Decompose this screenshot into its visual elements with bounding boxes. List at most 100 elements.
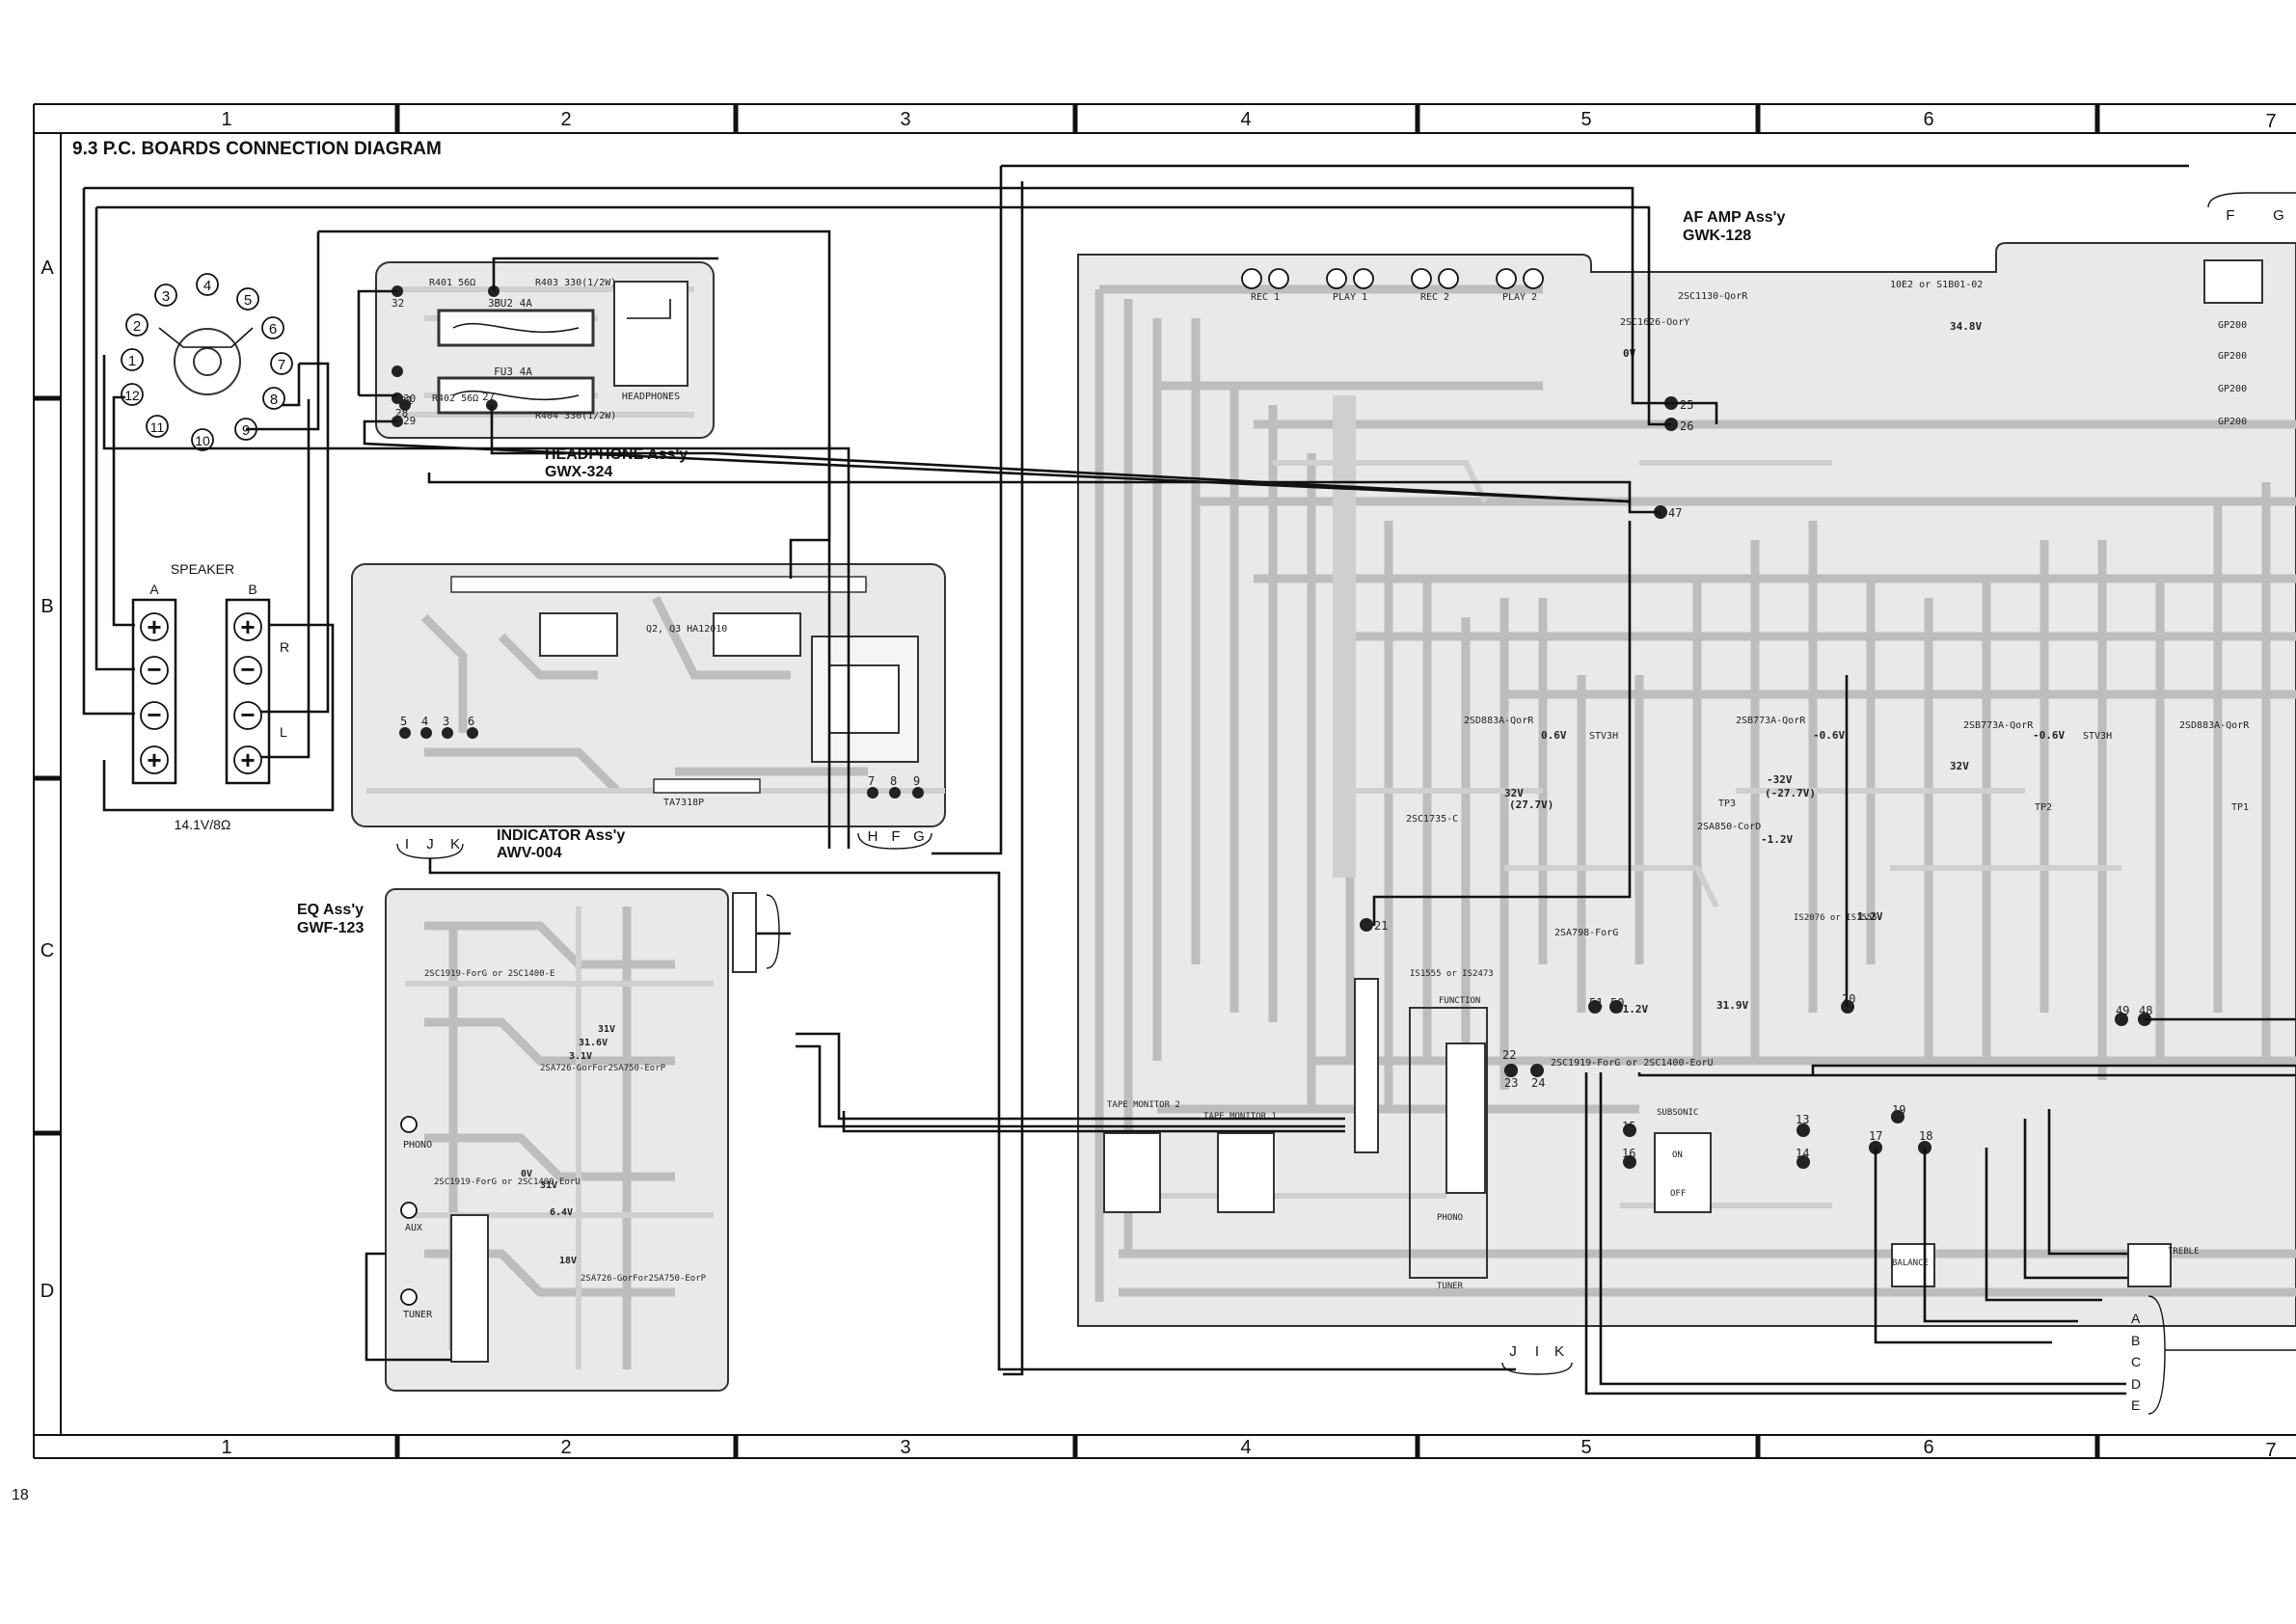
voltage-label: -0.6V — [1813, 729, 1845, 742]
speaker-connector: 1 2 3 4 5 6 7 8 9 10 11 12 — [121, 273, 293, 451]
voltage-label: 31.6V — [579, 1038, 608, 1048]
voltage-label: 0V — [521, 1169, 532, 1179]
pad-label: 23 — [1504, 1076, 1518, 1090]
af-diode-labels: STV3H STV3H IS1555 or IS2473 IS2076 or I… — [1410, 280, 2247, 979]
pin-label: 11 — [150, 420, 165, 435]
pin-label: 6 — [269, 321, 277, 338]
voltage-label: (27.7V) — [1509, 798, 1553, 811]
voltage-label: 31.9V — [1716, 999, 1748, 1012]
switch-label: OFF — [1670, 1189, 1686, 1199]
pad-label: 21 — [1374, 919, 1388, 933]
transistor-label: 2SC1626-OorY — [1620, 317, 1689, 328]
switch-label: PHONO — [1437, 1213, 1463, 1223]
pin-label: 4 — [203, 278, 211, 294]
control-label: BALANCE — [1892, 1259, 1929, 1268]
column-label: 3 — [900, 1437, 910, 1458]
svg-text:−: − — [240, 655, 255, 684]
test-point-label: TP3 — [1718, 798, 1736, 809]
voltage-label: -1.2V — [1761, 833, 1793, 846]
pad-label: 6 — [468, 715, 474, 728]
voltage-label: 3.1V — [569, 1051, 592, 1062]
pad-label: 32 — [392, 297, 404, 310]
diode-label: IS1555 or IS2473 — [1410, 969, 1494, 979]
column-label: 1 — [221, 109, 231, 130]
pad-label: 27 — [482, 391, 495, 403]
switch-label: SUBSONIC — [1657, 1108, 1698, 1118]
transistor-label: 2SC1735-C — [1406, 814, 1458, 825]
switch-label: TUNER — [1437, 1282, 1464, 1291]
terminal-label: K — [450, 836, 460, 853]
voltage-label: -0.6V — [2033, 729, 2065, 742]
terminal-label: J — [426, 836, 434, 853]
terminal-label: F — [891, 828, 900, 845]
pad-label: 20 — [1842, 992, 1855, 1006]
svg-text:+: + — [240, 612, 255, 641]
bus-label: B — [2131, 1333, 2140, 1348]
pin-label: 2 — [133, 318, 141, 335]
bus-label: C — [2131, 1354, 2141, 1369]
bus-label: D — [2131, 1376, 2141, 1392]
transistor-label: 2SC1919-ForG or 2SC1400-EorU — [434, 1177, 581, 1187]
resistor-label: R404 330(1/2W) — [535, 411, 616, 421]
indicator-assy-name: INDICATOR Ass'y — [497, 827, 625, 844]
pad-label: 5 — [400, 715, 407, 728]
pad-label: 47 — [1668, 506, 1682, 520]
terminal-label: I — [405, 836, 409, 853]
transistor-label: 2SA726-GorFor2SA750-EorP — [540, 1064, 666, 1073]
row-label: A — [41, 257, 54, 279]
jack-label: PLAY 2 — [1502, 292, 1537, 303]
column-label: 6 — [1923, 1437, 1933, 1458]
speaker-a-label: A — [149, 582, 159, 597]
column-labels-top: 1 2 3 4 5 6 7 — [221, 109, 2276, 132]
pad-label: 16 — [1622, 1147, 1635, 1160]
transistor-label: 2SC1919-ForG or 2SC1400-E — [424, 969, 554, 979]
pad-label: 22 — [1502, 1048, 1516, 1062]
ic-label: Q2, Q3 HA12010 — [646, 624, 727, 635]
eq-assy-name: EQ Ass'y — [297, 902, 364, 918]
pad-label: 25 — [1680, 398, 1693, 412]
voltage-label: 32V — [1950, 760, 1969, 772]
speaker-r-label: R — [280, 639, 289, 655]
voltage-label: 34.8V — [1950, 320, 1982, 333]
transistor-label: 2SA726-GorFor2SA750-EorP — [581, 1274, 707, 1284]
control-label: TREBLE — [2168, 1247, 2200, 1257]
pad-label: 3 — [443, 715, 449, 728]
pin-label: 12 — [124, 388, 140, 403]
eq-input-labels: PHONO AUX TUNER — [400, 1116, 433, 1320]
eq-board: PHONO AUX TUNER 2SC1919-ForG or 2SC1400-… — [297, 888, 780, 1392]
terminal-label: G — [913, 828, 925, 845]
bus-label: A — [2131, 1311, 2141, 1326]
svg-text:+: + — [147, 612, 161, 641]
transistor-label: 2SB773A-QorR — [1736, 716, 1806, 726]
column-label: 5 — [1580, 109, 1591, 130]
pad-label: 51 — [1589, 996, 1603, 1010]
column-label: 6 — [1923, 109, 1933, 130]
column-labels-bottom: 1 2 3 4 5 6 7 — [221, 1437, 2276, 1461]
terminal-label: I — [1535, 1343, 1539, 1360]
pad-label: 8 — [890, 774, 897, 788]
pin-label: 8 — [270, 392, 278, 408]
speaker-b-label: B — [248, 582, 257, 597]
voltage-label: 32V — [1504, 787, 1524, 799]
voltage-label: 18V — [559, 1256, 577, 1266]
page-number: 18 — [12, 1487, 29, 1503]
jack-label: REC 1 — [1251, 292, 1280, 303]
diode-label: IS2076 or IS1555 — [1794, 913, 1877, 923]
pin-label: 5 — [244, 292, 252, 309]
input-label: PHONO — [403, 1140, 432, 1150]
diode-label: GP200 — [2218, 351, 2247, 362]
pad-label: 24 — [1531, 1076, 1545, 1090]
af-amp-assy-name: AF AMP Ass'y — [1683, 209, 1785, 226]
pad-label: 18 — [1919, 1129, 1932, 1143]
transistor-label: 2SA850-CorD — [1697, 822, 1761, 832]
switch-label: FUNCTION — [1439, 996, 1480, 1006]
drawing-frame — [33, 103, 2296, 1459]
transistor-label: 2SD883A-QorR — [1464, 716, 1534, 726]
pad-label: 9 — [913, 774, 920, 788]
pad-label: 28 — [395, 407, 408, 420]
switch-label: ON — [1672, 1150, 1683, 1160]
jack-label: REC 2 — [1420, 292, 1449, 303]
pad-label: 7 — [868, 774, 875, 788]
terminal-label: G — [2273, 207, 2284, 224]
af-transistor-labels: 2SD883A-QorR 2SB773A-QorR 2SB773A-QorR 2… — [1406, 291, 2250, 1069]
